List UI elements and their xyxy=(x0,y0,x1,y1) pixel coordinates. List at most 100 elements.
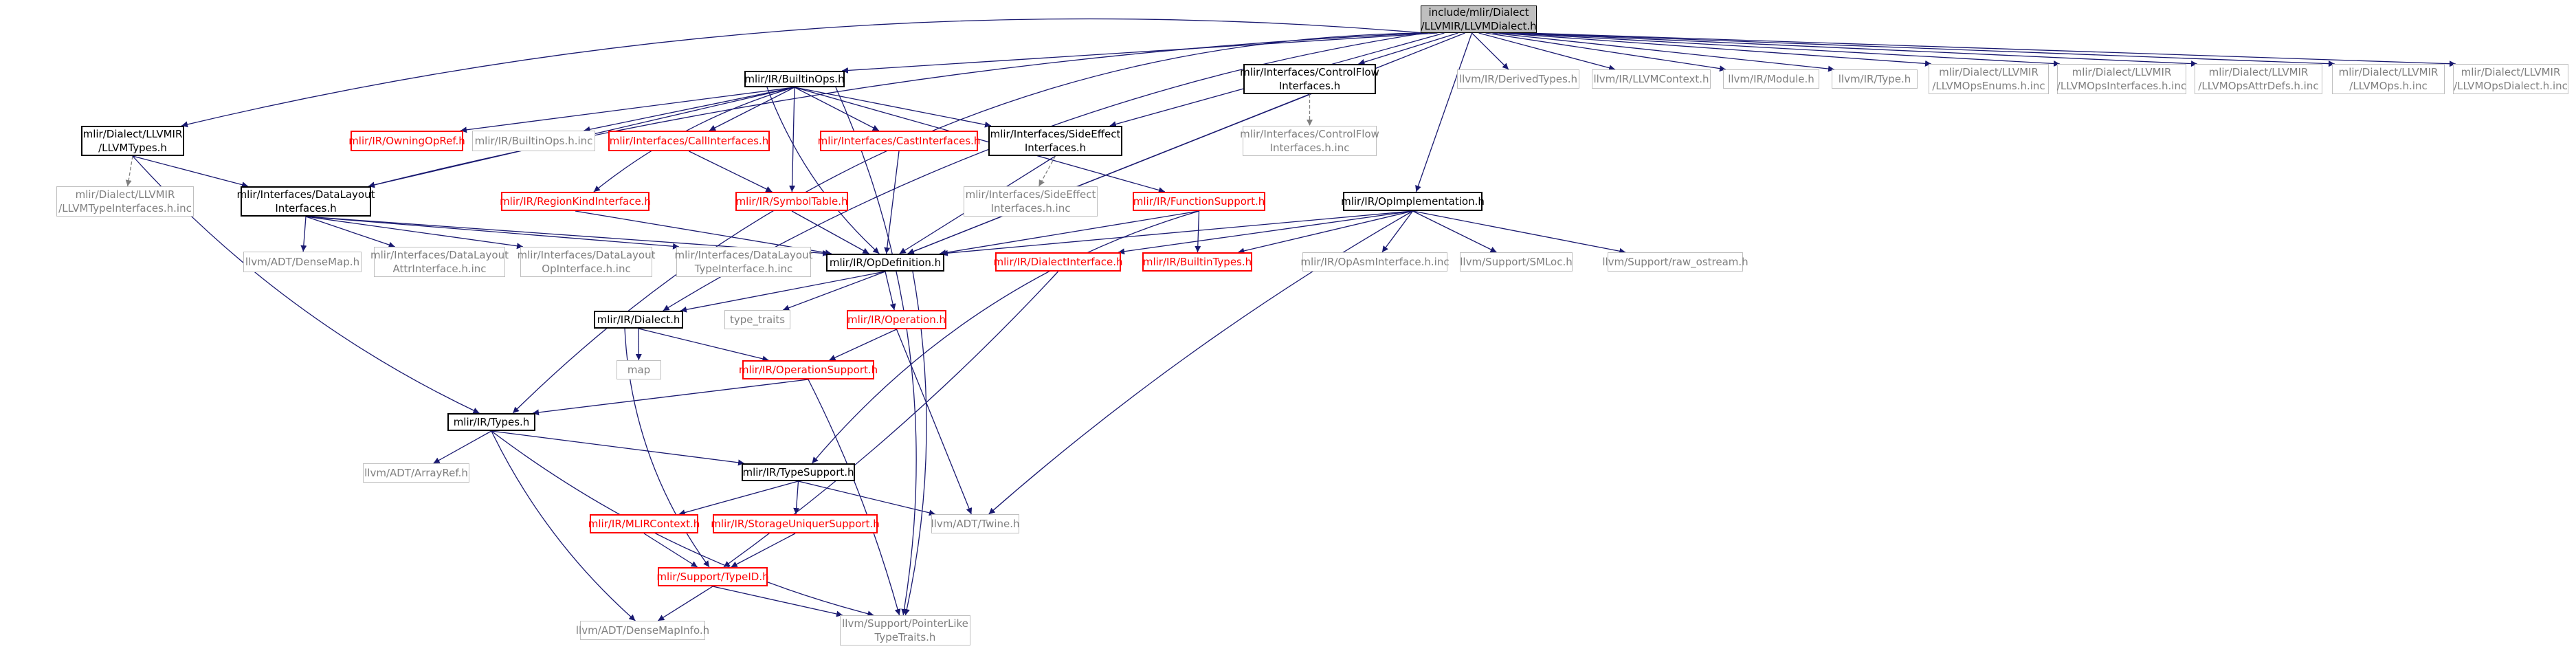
node-densemapinfo[interactable]: llvm/ADT/DenseMapInfo.h xyxy=(576,621,709,640)
node-mlircontext[interactable]: mlir/IR/MLIRContext.h xyxy=(588,514,700,533)
edge-llvmtypes-to-llvmtypeinterfaces xyxy=(125,155,133,187)
node-llvmopsenums[interactable]: mlir/Dialect/LLVMIR /LLVMOpsEnums.h.inc xyxy=(1929,64,2049,94)
node-sideeffect-interfaces[interactable]: mlir/Interfaces/SideEffect Interfaces.h xyxy=(988,126,1122,156)
edge-root-to-opsinterfaces xyxy=(1506,32,2061,67)
edge-typesupport-to-storageuniquer xyxy=(793,481,800,515)
node-type-traits[interactable]: type_traits xyxy=(724,310,790,329)
edge-operation-to-twine xyxy=(896,329,973,515)
node-opimplementation[interactable]: mlir/IR/OpImplementation.h xyxy=(1341,192,1485,211)
node-densemap[interactable]: llvm/ADT/DenseMap.h xyxy=(243,252,362,272)
edge-builtinops-to-castinterfaces xyxy=(794,87,880,131)
node-dialectinterface[interactable]: mlir/IR/DialectInterface.h xyxy=(994,252,1122,272)
node-sideeffect-interfaces-inc[interactable]: mlir/Interfaces/SideEffect Interfaces.h.… xyxy=(964,186,1098,217)
node-types[interactable]: mlir/IR/Types.h xyxy=(447,413,535,431)
node-dialect[interactable]: mlir/IR/Dialect.h xyxy=(594,311,683,329)
edge-typeid-to-pointerlike xyxy=(712,586,843,617)
node-datalayout-attrinterface-inc[interactable]: mlir/Interfaces/DataLayout AttrInterface… xyxy=(370,247,509,277)
node-opasminterface-inc[interactable]: mlir/IR/OpAsmInterface.h.inc xyxy=(1300,252,1450,272)
node-datalayout-opinterface-inc[interactable]: mlir/Interfaces/DataLayout OpInterface.h… xyxy=(518,247,656,277)
edge-builtinops-to-regionkind xyxy=(593,87,795,192)
node-irmodule[interactable]: llvm/IR/Module.h xyxy=(1723,69,1819,89)
node-builtintypes[interactable]: mlir/IR/BuiltinTypes.h xyxy=(1142,252,1252,272)
edge-opdefinition-to-dialect xyxy=(680,271,886,313)
node-llvmcontext[interactable]: llvm/IR/LLVMContext.h xyxy=(1592,69,1711,89)
node-regionkindinterface[interactable]: mlir/IR/RegionKindInterface.h xyxy=(500,192,651,211)
edge-datalayout-to-dl_op xyxy=(305,216,524,250)
node-typeid[interactable]: mlir/Support/TypeID.h xyxy=(656,567,769,586)
edge-storageuniquer-to-typeid xyxy=(731,533,796,568)
edge-root-to-controlflow xyxy=(1358,32,1458,65)
edge-root-to-llvmtypes xyxy=(181,18,1424,128)
edge-opimplementation-to-smloc xyxy=(1412,210,1497,253)
edge-root-to-opsenums xyxy=(1499,32,1932,67)
node-smloc[interactable]: llvm/Support/SMLoc.h xyxy=(1460,252,1573,272)
dependency-edges xyxy=(125,18,2456,621)
edge-functionsupport-to-opdefinition xyxy=(940,210,1199,256)
node-controlflow-interfaces-inc[interactable]: mlir/Interfaces/ControlFlow Interfaces.h… xyxy=(1240,126,1379,156)
node-owningopref[interactable]: mlir/IR/OwningOpRef.h xyxy=(348,131,465,151)
edge-opdefinition-to-operation xyxy=(885,271,896,311)
edge-types-to-typesupport xyxy=(491,430,745,466)
edge-builtinops-to-builtinops_inc xyxy=(584,87,795,133)
node-llvmopsinterfaces[interactable]: mlir/Dialect/LLVMIR /LLVMOpsInterfaces.h… xyxy=(2057,64,2186,94)
edge-root-to-derivedtypes xyxy=(1472,32,1509,70)
edge-root-to-module xyxy=(1485,32,1726,72)
edge-root-to-opimplementation xyxy=(1415,32,1473,192)
node-controlflow-interfaces[interactable]: mlir/Interfaces/ControlFlow Interfaces.h xyxy=(1240,64,1379,94)
node-arrayref[interactable]: llvm/ADT/ArrayRef.h xyxy=(363,463,469,483)
node-functionsupport[interactable]: mlir/IR/FunctionSupport.h xyxy=(1133,192,1265,211)
node-llvmopsattrdefs[interactable]: mlir/Dialect/LLVMIR /LLVMOpsAttrDefs.h.i… xyxy=(2195,64,2322,94)
node-irtype[interactable]: llvm/IR/Type.h xyxy=(1832,69,1918,89)
node-datalayout-typeinterface-inc[interactable]: mlir/Interfaces/DataLayout TypeInterface… xyxy=(675,247,813,277)
edge-sideeffect-to-sideeffect_inc xyxy=(1038,155,1056,187)
node-derivedtypes[interactable]: llvm/IR/DerivedTypes.h xyxy=(1457,69,1579,89)
edge-operationsupport-to-pointerlike xyxy=(808,379,901,616)
edge-mlircontext-to-typeid xyxy=(643,533,698,568)
node-map[interactable]: map xyxy=(617,360,661,379)
node-castinterfaces[interactable]: mlir/Interfaces/CastInterfaces.h xyxy=(818,131,980,151)
edge-typesupport-to-twine xyxy=(798,481,936,516)
node-pointerliketypetraits[interactable]: llvm/Support/PointerLike TypeTraits.h xyxy=(840,615,970,646)
node-builtinops[interactable]: mlir/IR/BuiltinOps.h xyxy=(744,71,845,87)
node-llvmtypes[interactable]: mlir/Dialect/LLVMIR /LLVMTypes.h xyxy=(81,126,184,156)
node-operation[interactable]: mlir/IR/Operation.h xyxy=(847,310,946,329)
node-datalayout-interfaces[interactable]: mlir/Interfaces/DataLayout Interfaces.h xyxy=(237,186,375,217)
edge-types-to-pointerlike xyxy=(491,430,874,617)
node-opdefinition[interactable]: mlir/IR/OpDefinition.h xyxy=(826,254,944,272)
node-raw-ostream[interactable]: llvm/Support/raw_ostream.h xyxy=(1602,252,1748,272)
node-callinterfaces[interactable]: mlir/Interfaces/CallInterfaces.h xyxy=(608,131,770,151)
edge-opimplementation-to-builtintypes xyxy=(1238,210,1413,254)
edge-functionsupport-to-builtintypes xyxy=(1195,210,1201,253)
node-storageuniquersupport[interactable]: mlir/IR/StorageUniquerSupport.h xyxy=(711,514,880,533)
edge-typeid-to-densemapinfo xyxy=(657,586,713,621)
node-builtinops-inc[interactable]: mlir/IR/BuiltinOps.h.inc xyxy=(472,131,595,151)
edge-root-to-irtype xyxy=(1492,32,1835,72)
node-symboltable[interactable]: mlir/IR/SymbolTable.h xyxy=(735,192,848,211)
node-typesupport[interactable]: mlir/IR/TypeSupport.h xyxy=(742,463,855,481)
edge-castinterfaces-to-opdefinition xyxy=(884,151,900,254)
node-llvmopsdialect[interactable]: mlir/Dialect/LLVMIR /LLVMOpsDialect.h.in… xyxy=(2453,64,2568,94)
edge-root-to-llvmops xyxy=(1520,32,2335,67)
edge-opimplementation-to-raw_ostream xyxy=(1412,210,1626,254)
edge-llvmtypes-to-datalayout xyxy=(132,155,249,188)
edge-datalayout-to-densemap xyxy=(300,216,307,252)
edge-builtinops-to-sideeffect xyxy=(794,87,992,128)
edge-typesupport-to-mlircontext xyxy=(678,481,799,516)
edge-symboltable-to-opdefinition xyxy=(791,210,869,254)
node-llvmtypeinterfaces[interactable]: mlir/Dialect/LLVMIR /LLVMTypeInterfaces.… xyxy=(56,186,194,217)
node-llvmops[interactable]: mlir/Dialect/LLVMIR /LLVMOps.h.inc xyxy=(2332,64,2445,94)
edge-builtinops-to-functionsupport xyxy=(794,87,1166,193)
edge-opimplementation-to-opasminterface xyxy=(1381,210,1414,253)
node-operationsupport[interactable]: mlir/IR/OperationSupport.h xyxy=(739,360,878,379)
edge-builtinops-to-callinterfaces xyxy=(709,87,795,131)
node-twine[interactable]: llvm/ADT/Twine.h xyxy=(931,514,1020,533)
edge-datalayout-to-dl_attr xyxy=(305,216,395,248)
edge-operationsupport-to-types xyxy=(532,379,809,416)
edge-functionsupport-to-typesupport xyxy=(811,210,1199,464)
edge-root-to-opsdialect xyxy=(1526,32,2456,67)
edge-root-to-llvmcontext xyxy=(1478,32,1616,71)
node-root-llvmdialect[interactable]: include/mlir/Dialect /LLVMIR/LLVMDialect… xyxy=(1421,5,1537,33)
edge-root-to-datalayout xyxy=(368,32,1428,188)
edge-types-to-densemapinfo xyxy=(491,430,636,621)
